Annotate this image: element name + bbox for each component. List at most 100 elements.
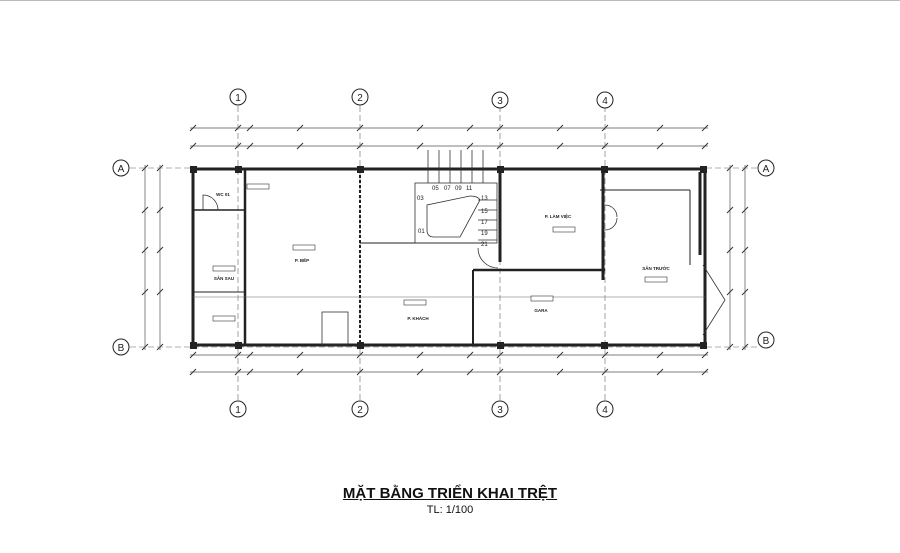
axis-bubbles: [112, 88, 775, 418]
stair-step: 07: [444, 186, 451, 192]
stair-treads: [427, 150, 497, 241]
dimension-tick: [741, 246, 749, 254]
stair-well: [426, 195, 481, 238]
axis-bubble-1-top: [229, 88, 247, 106]
dimension-tick: [246, 368, 254, 376]
dimension-tick: [466, 142, 474, 150]
dimension-tick: [726, 206, 734, 214]
room-label-office: P. LÀM VIỆC: [545, 212, 572, 219]
stair-step: 15: [481, 209, 488, 215]
dimension-tick: [556, 124, 564, 132]
axis-bubble-3-bottom: [491, 400, 509, 418]
dimension-tick: [156, 288, 164, 296]
dimension-tick: [156, 206, 164, 214]
door-office: [604, 204, 618, 231]
axis-label-b-left: B: [118, 343, 125, 354]
axis-bubble-2-top: [351, 88, 369, 106]
dimension-tick: [656, 142, 664, 150]
dimension-tick: [556, 142, 564, 150]
dimension-tick: [296, 142, 304, 150]
level-tag-kitchen: [292, 244, 316, 251]
stair-step-numbers: 03 05 07 09 11 13 15 17 19 21 01: [417, 186, 488, 248]
sink-counter: [321, 311, 349, 346]
dimension-tick: [189, 368, 197, 376]
level-tag-living: [403, 299, 427, 306]
dimension-tick: [466, 124, 474, 132]
stair-step: 09: [455, 186, 462, 192]
drawing-title: MẶT BẰNG TRIỂN KHAI TRỆT: [342, 485, 558, 502]
axis-label-2-top: 2: [357, 93, 363, 104]
stair-step: 21: [481, 242, 488, 248]
room-label-wc: WC 01: [216, 192, 230, 197]
dimension-tick: [701, 351, 709, 359]
dimension-tick: [726, 246, 734, 254]
level-tag-backyard-2: [212, 315, 236, 322]
dimension-tick: [416, 368, 424, 376]
dimension-tick: [416, 142, 424, 150]
columns: [190, 166, 707, 349]
dimension-tick: [141, 206, 149, 214]
top-border: [0, 0, 900, 1]
door-stair: [477, 247, 499, 269]
outer-wall: [191, 167, 707, 347]
stair-step: 05: [432, 186, 439, 192]
axis-bubble-2-bottom: [351, 400, 369, 418]
stair-step: 17: [481, 220, 488, 226]
axis-bubble-1-bottom: [229, 400, 247, 418]
axis-bubble-b-left: [112, 338, 130, 356]
axis-bubble-4-top: [596, 91, 614, 109]
dimension-tick: [246, 142, 254, 150]
level-tag-garage: [530, 295, 554, 302]
dimension-tick: [701, 124, 709, 132]
room-label-garage: GARA: [534, 308, 548, 313]
walls: [191, 167, 707, 347]
axis-bubble-a-right: [757, 159, 775, 177]
doors: [202, 194, 726, 346]
dimension-tick: [416, 351, 424, 359]
level-tag-frontyard: [644, 276, 668, 283]
room-label-kitchen: P. BẾP: [295, 257, 309, 263]
stair-step: 19: [481, 231, 488, 237]
axis-bubble-a-left: [112, 159, 130, 177]
room-label-living: P. KHÁCH: [407, 315, 428, 321]
dimension-tick: [296, 124, 304, 132]
dimension-tick: [656, 124, 664, 132]
axis-labels: 1 2 3 4 1 2 3 4 A B A B: [118, 93, 770, 416]
dimension-tick: [701, 368, 709, 376]
level-tag-office: [552, 226, 576, 233]
axis-label-3-top: 3: [497, 96, 503, 107]
axis-label-1-bottom: 1: [235, 405, 241, 416]
axis-label-b-right: B: [763, 336, 770, 347]
axis-label-1-top: 1: [235, 93, 241, 104]
room-label-backyard: SÂN SAU: [214, 275, 234, 281]
axis-label-4-top: 4: [602, 96, 608, 107]
stair: [414, 182, 498, 244]
dimension-tick: [156, 246, 164, 254]
stair-step: 11: [466, 186, 473, 192]
gate-front: [702, 264, 726, 336]
dimension-tick: [741, 288, 749, 296]
door-wc: [202, 194, 219, 211]
dimension-tick: [416, 124, 424, 132]
drawing-scale: TL: 1/100: [426, 504, 474, 516]
axis-bubble-4-bottom: [596, 400, 614, 418]
stair-step: 13: [481, 196, 488, 202]
axis-label-2-bottom: 2: [357, 405, 363, 416]
dimension-lines: [144, 127, 746, 373]
dimension-tick: [141, 246, 149, 254]
dimension-tick: [556, 368, 564, 376]
stair-step: 01: [418, 229, 425, 235]
dimension-tick: [656, 368, 664, 376]
dimension-tick: [741, 206, 749, 214]
dimension-tick: [296, 351, 304, 359]
level-tags: [212, 183, 668, 322]
level-tag-backyard: [212, 265, 236, 272]
dimension-tick: [189, 124, 197, 132]
room-label-frontyard: SÂN TRƯỚC: [642, 264, 670, 271]
dimension-ticks: [141, 124, 749, 376]
axis-label-a-right: A: [763, 164, 770, 175]
dimension-tick: [246, 351, 254, 359]
stair-step: 03: [417, 196, 424, 202]
axis-label-a-left: A: [118, 164, 125, 175]
axis-bubble-b-right: [757, 331, 775, 349]
